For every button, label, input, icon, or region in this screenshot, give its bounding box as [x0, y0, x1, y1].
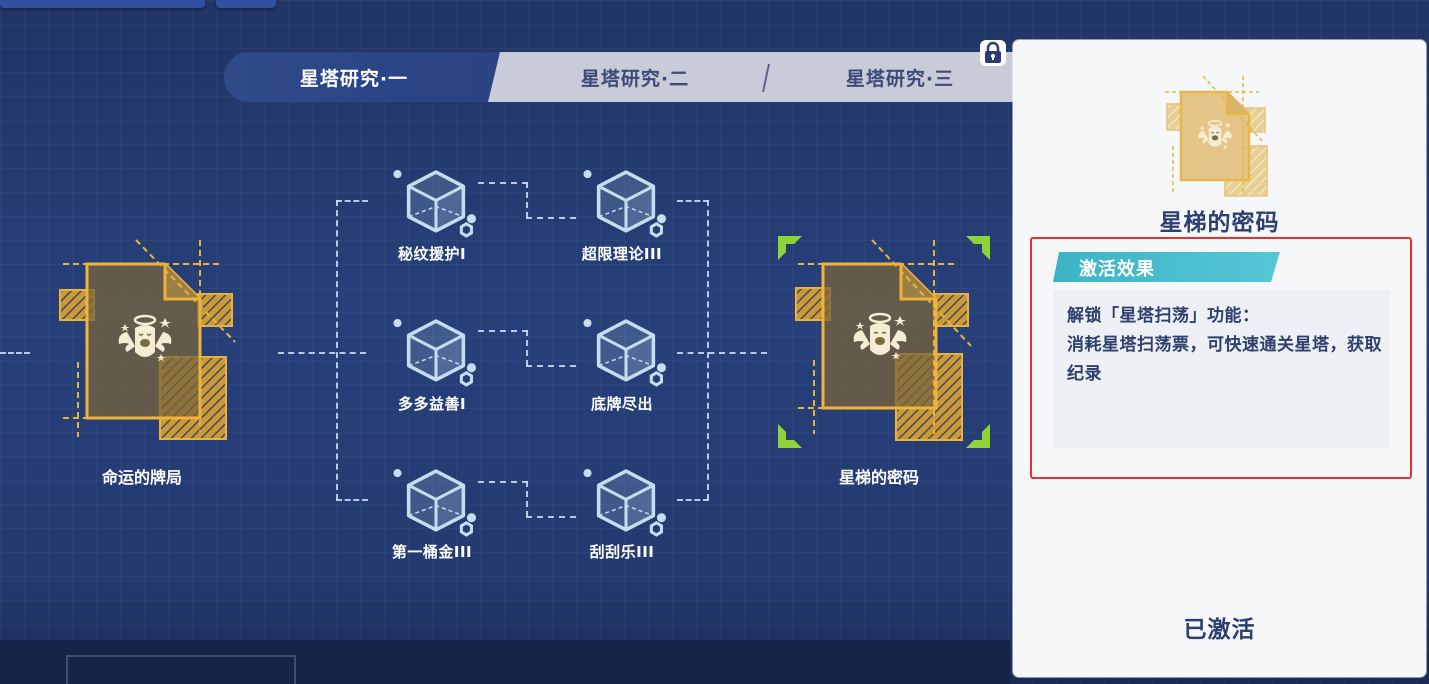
effect-header: 激活效果	[1053, 252, 1280, 282]
research-node-6[interactable]	[580, 465, 672, 541]
effect-line-2: 消耗星塔扫荡票，可快速通关星塔，获取纪录	[1067, 335, 1382, 384]
research-node-label: 刮刮乐III	[589, 543, 655, 561]
connector-line	[526, 365, 576, 367]
connector-line	[677, 499, 709, 501]
cube-icon	[391, 467, 478, 537]
connector-line	[336, 200, 368, 202]
detail-panel: 星梯的密码 激活效果 解锁「星塔扫荡」功能： 消耗星塔扫荡票，可快速通关星塔，获…	[1013, 40, 1426, 677]
tab-research-3[interactable]: 星塔研究·三	[785, 52, 1015, 102]
footer-bar	[0, 640, 1010, 684]
cube-icon	[391, 317, 478, 387]
end-card-label: 星梯的密码	[838, 468, 919, 487]
footer-stamp-decoration	[66, 655, 296, 684]
cube-icon	[581, 317, 668, 387]
activation-status: 已激活	[1183, 617, 1256, 643]
card-preview	[1153, 72, 1289, 197]
angel-card-icon	[59, 239, 236, 440]
start-card-node[interactable]	[50, 232, 250, 447]
tab-strip	[488, 52, 1018, 102]
research-node-3[interactable]	[390, 315, 482, 391]
connector-line	[526, 330, 528, 366]
research-node-label: 第一桶金III	[391, 543, 473, 561]
tab-label: 星塔研究·二	[580, 67, 690, 90]
end-card-node[interactable]	[776, 234, 992, 450]
connector-line	[677, 200, 709, 202]
top-menu-button[interactable]	[0, 0, 205, 8]
lock-icon	[980, 40, 1006, 66]
connector-line	[478, 481, 528, 483]
connector-line	[677, 352, 767, 354]
connector-line	[336, 499, 368, 501]
connector-line	[526, 217, 576, 219]
connector-line	[526, 182, 528, 218]
effect-description: 解锁「星塔扫荡」功能： 消耗星塔扫荡票，可快速通关星塔，获取纪录	[1067, 302, 1382, 389]
effect-description-box: 解锁「星塔扫荡」功能： 消耗星塔扫荡票，可快速通关星塔，获取纪录	[1053, 290, 1390, 448]
effect-highlight-box	[1030, 237, 1412, 479]
detail-title: 星梯的密码	[1159, 210, 1280, 236]
angel-card-icon	[1165, 75, 1268, 197]
research-node-label: 多多益善I	[397, 395, 467, 413]
connector-line	[336, 200, 338, 500]
selection-corners-icon	[778, 236, 990, 448]
tab-label: 星塔研究·三	[845, 67, 955, 90]
top-secondary-button[interactable]	[216, 0, 276, 8]
cube-icon	[581, 467, 668, 537]
research-node-2[interactable]	[580, 166, 672, 242]
connector-line	[707, 200, 709, 500]
research-node-label: 底牌尽出	[590, 395, 653, 413]
research-node-4[interactable]	[580, 315, 672, 391]
research-node-1[interactable]	[390, 166, 482, 242]
tab-label: 星塔研究·一	[299, 67, 409, 90]
research-node-5[interactable]	[390, 465, 482, 541]
effect-header-label: 激活效果	[1079, 259, 1155, 280]
angel-card-icon	[795, 239, 972, 441]
connector-line	[478, 182, 528, 184]
connector-line	[478, 330, 528, 332]
start-card-label: 命运的牌局	[101, 468, 182, 487]
cube-icon	[391, 168, 478, 238]
research-node-label: 秘纹援护I	[397, 245, 467, 263]
connector-line	[526, 481, 528, 517]
effect-line-1: 解锁「星塔扫荡」功能：	[1067, 306, 1260, 326]
research-node-label: 超限理论III	[581, 245, 663, 263]
cube-icon	[581, 168, 668, 238]
connector-line	[278, 352, 366, 354]
connector-line	[526, 516, 576, 518]
tab-research-1[interactable]: 星塔研究·一	[224, 52, 524, 102]
tab-research-2[interactable]: 星塔研究·二	[520, 52, 750, 102]
connector-line	[0, 352, 30, 354]
